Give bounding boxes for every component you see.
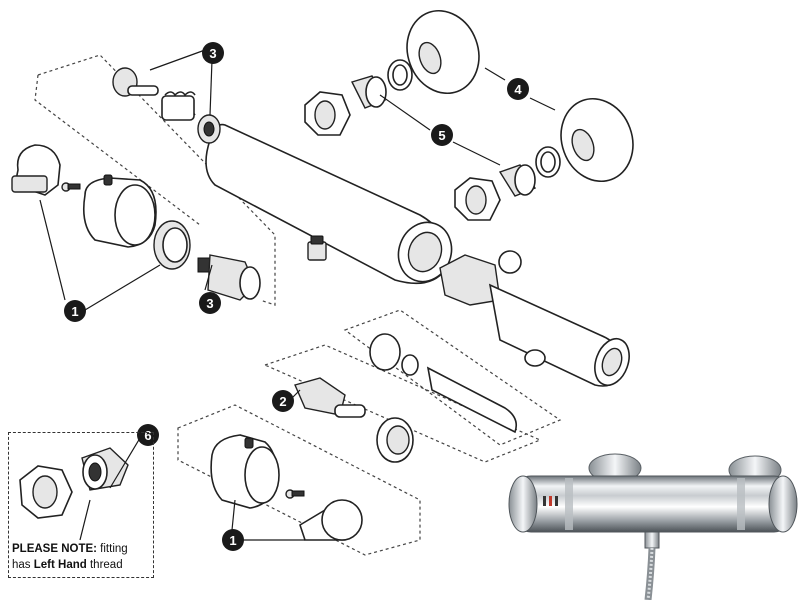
handle-adaptor-ring xyxy=(153,220,191,270)
flow-handle-screw xyxy=(285,489,305,499)
handle-screw xyxy=(61,182,81,192)
note-line2-b: thread xyxy=(86,559,123,571)
flow-cartridge-middle xyxy=(294,377,366,418)
left-hand-thread-filter xyxy=(81,447,129,491)
drain-plug xyxy=(307,235,327,261)
product-photo xyxy=(508,453,798,600)
oring-small xyxy=(401,354,419,376)
flow-cartridge-top xyxy=(112,67,221,144)
wall-flange-top xyxy=(406,9,480,95)
group-outline-bottom xyxy=(177,404,421,556)
group-outline-middle xyxy=(263,344,542,463)
inlet-washer-right xyxy=(535,146,561,178)
flow-lever-handle xyxy=(299,499,363,541)
note-line2-a: has xyxy=(12,559,34,571)
left-hand-thread-nut xyxy=(19,465,73,519)
temperature-handle-clip xyxy=(11,144,61,196)
inlet-nut-right xyxy=(454,177,501,221)
flow-handle-sleeve xyxy=(210,434,280,509)
outlet-oring-top xyxy=(498,250,522,274)
group-outline-outlet xyxy=(343,309,562,446)
oring-large xyxy=(369,333,401,371)
wall-flange-right xyxy=(560,97,634,183)
note-prefix: PLEASE NOTE: xyxy=(12,543,97,555)
left-hand-thread-box xyxy=(8,432,154,578)
note-line1: fitting xyxy=(96,543,128,555)
outlet-spout-tube xyxy=(426,366,518,434)
note-line2-bold: Left Hand xyxy=(33,559,87,571)
thermostatic-cartridge xyxy=(197,254,261,301)
outlet-elbow xyxy=(439,254,630,387)
inlet-filter-right xyxy=(498,164,537,197)
left-hand-thread-note: PLEASE NOTE: fitting has Left Hand threa… xyxy=(12,541,162,573)
outlet-oring-bottom xyxy=(524,349,546,367)
inlet-nut-top xyxy=(304,91,351,136)
inlet-filter-top xyxy=(351,75,387,109)
temperature-handle-sleeve xyxy=(82,174,157,248)
valve-body xyxy=(205,123,453,285)
cartridge-nut-middle xyxy=(376,417,414,463)
inlet-washer-top xyxy=(387,59,413,91)
